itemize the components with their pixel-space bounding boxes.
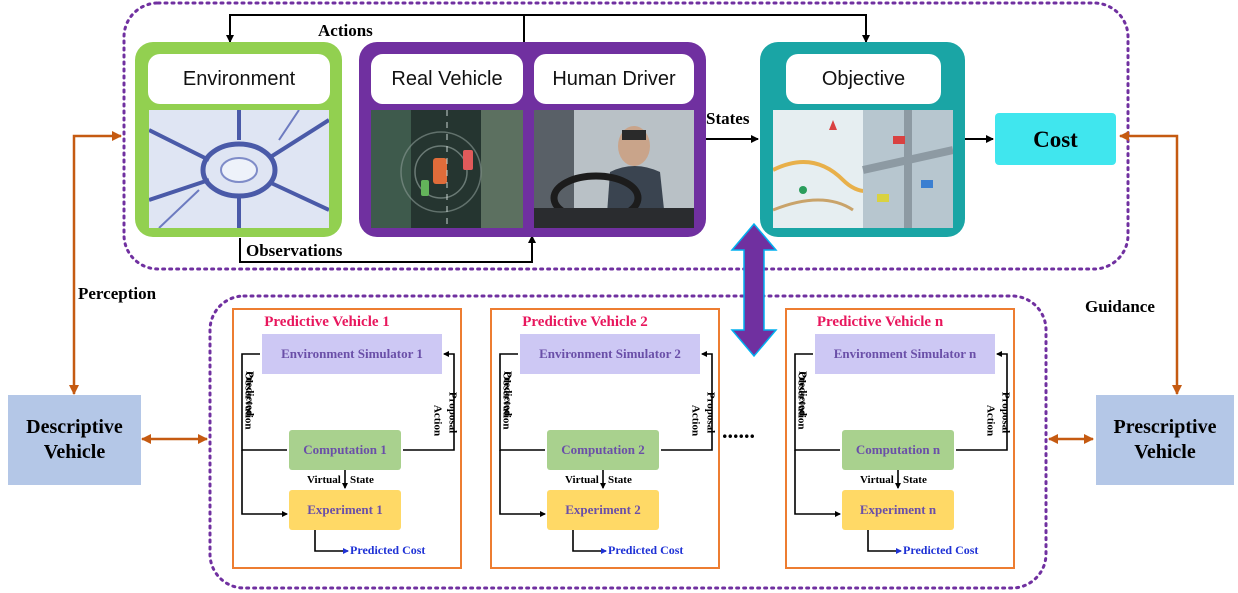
predictive-connector xyxy=(241,353,287,451)
experiment-box: Experiment n xyxy=(842,490,954,530)
predictive-connector xyxy=(867,530,902,554)
bottom-dotted-container xyxy=(208,294,1048,590)
coupling-double-arrow xyxy=(730,222,778,358)
environment-simulator-box: Environment Simulator 1 xyxy=(262,334,442,374)
environment-simulator-box: Environment Simulator 2 xyxy=(520,334,700,374)
computation-box: Computation 2 xyxy=(547,430,659,470)
predicted-cost-label: Predicted Cost xyxy=(903,543,979,557)
state-label: State xyxy=(608,474,632,486)
states-label: States xyxy=(706,109,750,128)
predicted-observation-label-2: Observation xyxy=(795,371,808,430)
guidance-label: Guidance xyxy=(1085,297,1155,316)
cost-box: Cost xyxy=(995,113,1116,165)
predictive-connector xyxy=(794,450,841,517)
action-proposal-label-1: Action xyxy=(984,404,997,437)
descriptive-line2: Vehicle xyxy=(43,441,106,463)
computation-box: Computation 1 xyxy=(289,430,401,470)
human-driver-title: Human Driver xyxy=(534,54,694,104)
observations-label: Observations xyxy=(246,241,343,260)
predictive-connector xyxy=(403,351,455,451)
predictive-vehicle-frame xyxy=(785,308,1015,569)
actions-label: Actions xyxy=(318,21,373,40)
real-vehicle-title: Real Vehicle xyxy=(371,54,523,104)
objective-title: Objective xyxy=(786,54,941,104)
prescriptive-line2: Vehicle xyxy=(1134,441,1196,463)
predictive-connector xyxy=(499,450,546,517)
predictive-connector xyxy=(956,351,1008,451)
environment-simulator-box: Environment Simulator n xyxy=(815,334,995,374)
state-label: State xyxy=(903,474,927,486)
objective-image xyxy=(773,110,953,228)
action-proposal-label-2: Proposal xyxy=(446,391,459,434)
perception-connector xyxy=(69,131,122,395)
cost-label: Cost xyxy=(1033,126,1078,152)
computation-box: Computation n xyxy=(842,430,954,470)
roundabout-image xyxy=(149,110,329,228)
predicted-cost-label: Predicted Cost xyxy=(608,543,684,557)
predicted-observation-label-2: Observation xyxy=(242,371,255,430)
state-label: State xyxy=(350,474,374,486)
predictive-vehicle-frame xyxy=(232,308,462,569)
predictive-vehicle-frame xyxy=(490,308,720,569)
experiment-box: Experiment 1 xyxy=(289,490,401,530)
human-driver-image xyxy=(534,110,694,228)
real-vehicle-image xyxy=(371,110,523,228)
predicted-cost-label: Predicted Cost xyxy=(350,543,426,557)
observations-connector xyxy=(239,235,536,263)
prescriptive-line1: Prescriptive xyxy=(1113,416,1217,438)
perception-label: Perception xyxy=(78,284,157,303)
predictive-connector xyxy=(499,353,545,451)
action-proposal-label-2: Proposal xyxy=(999,391,1012,434)
predicted-observation-label-2: Observation xyxy=(500,371,513,430)
predictive-connector xyxy=(794,353,840,451)
actions-connector xyxy=(226,14,525,44)
experiment-box: Experiment 2 xyxy=(547,490,659,530)
predictive-vehicle-title: Predictive Vehicle 1 xyxy=(264,314,390,330)
action-proposal-label-1: Action xyxy=(431,404,444,437)
predictive-connector xyxy=(572,530,607,554)
predictive-connector xyxy=(241,450,288,517)
action-proposal-label-2: Proposal xyxy=(704,391,717,434)
virtual-label: Virtual xyxy=(307,474,341,486)
ellipsis-label: ...... xyxy=(722,418,755,443)
predictive-connector xyxy=(661,351,713,451)
guidance-connector xyxy=(1119,131,1182,395)
virtual-label: Virtual xyxy=(565,474,599,486)
environment-title: Environment xyxy=(148,54,330,104)
action-proposal-label-1: Action xyxy=(689,404,702,437)
virtual-label: Virtual xyxy=(860,474,894,486)
predictive-connector xyxy=(314,530,349,554)
predictive-vehicle-title: Predictive Vehicle n xyxy=(816,314,944,330)
descriptive-line1: Descriptive xyxy=(26,416,123,438)
predictive-vehicle-title: Predictive Vehicle 2 xyxy=(522,314,648,330)
